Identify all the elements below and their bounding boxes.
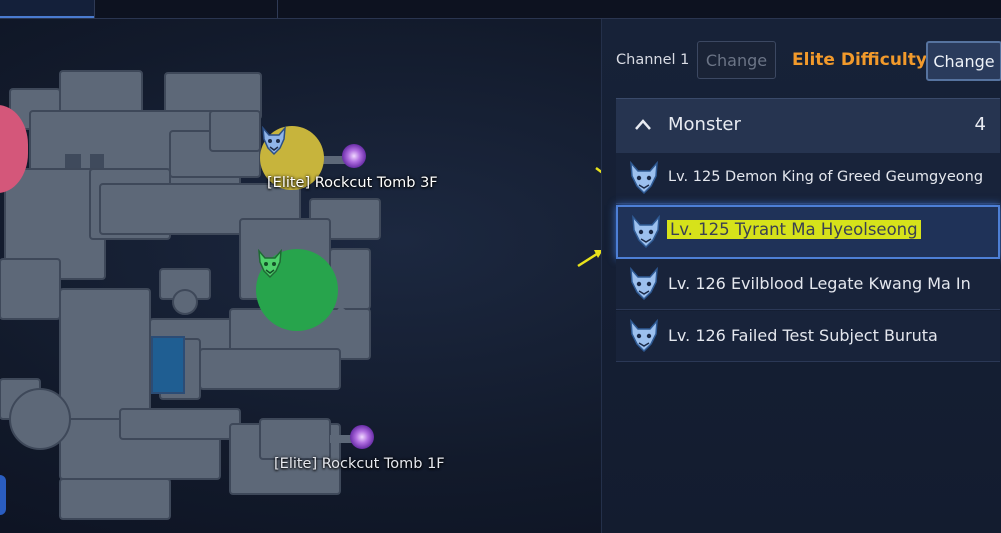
demon-mask-icon	[630, 267, 658, 301]
demon-mask-icon	[632, 215, 660, 249]
yellow-arrow-icon	[577, 250, 603, 268]
monster-row[interactable]: Lv. 126 Failed Test Subject Buruta	[616, 311, 1000, 362]
top-tab-strip	[0, 0, 1001, 19]
monster-name: Lv. 125 Demon King of Greed Geumgyeong	[668, 169, 984, 185]
monster-row[interactable]: Lv. 125 Demon King of Greed Geumgyeong	[616, 153, 1000, 204]
channel-change-button[interactable]: Change	[697, 41, 776, 79]
demon-mask-icon	[630, 161, 658, 195]
demon-mask-icon	[630, 319, 658, 353]
dungeon-map[interactable]: [Elite] Rockcut Tomb 3F [Elite] Rockcut …	[0, 19, 600, 533]
map-label-tomb-3f: [Elite] Rockcut Tomb 3F	[267, 175, 438, 191]
portal-swirl-icon[interactable]	[342, 144, 366, 168]
monster-panel: Channel 1 Change Elite Difficulty Change…	[601, 19, 1001, 533]
monster-name: Lv. 126 Failed Test Subject Buruta	[668, 326, 938, 345]
monster-list-title: Monster	[668, 114, 741, 135]
difficulty-label: Elite Difficulty	[792, 50, 927, 70]
monster-count: 4	[974, 114, 986, 135]
map-rooms	[0, 70, 381, 520]
monster-name: Lv. 125 Tyrant Ma Hyeolseong	[667, 220, 921, 239]
monster-row-selected[interactable]: Lv. 125 Tyrant Ma Hyeolseong	[616, 205, 1000, 259]
channel-label: Channel 1	[616, 52, 690, 68]
monster-list-header[interactable]: Monster 4	[616, 98, 1000, 154]
tab-active[interactable]	[0, 0, 94, 18]
map-marker-blue[interactable]	[0, 475, 6, 515]
channel-row: Channel 1 Change Elite Difficulty Change	[616, 41, 1001, 81]
monster-row[interactable]: Lv. 126 Evilblood Legate Kwang Ma In	[616, 259, 1000, 310]
demon-mask-icon	[262, 126, 286, 156]
difficulty-change-button[interactable]: Change	[926, 41, 1001, 81]
tab-separator	[94, 0, 95, 18]
monster-name: Lv. 126 Evilblood Legate Kwang Ma In	[668, 274, 971, 293]
map-marker-boss-yellow[interactable]	[260, 126, 324, 190]
demon-mask-icon	[258, 249, 282, 279]
portal-swirl-icon[interactable]	[350, 425, 374, 449]
map-marker-boss-green[interactable]	[256, 249, 338, 331]
tab-separator	[277, 0, 278, 18]
chevron-up-icon	[635, 119, 651, 130]
map-label-tomb-1f: [Elite] Rockcut Tomb 1F	[274, 456, 445, 472]
